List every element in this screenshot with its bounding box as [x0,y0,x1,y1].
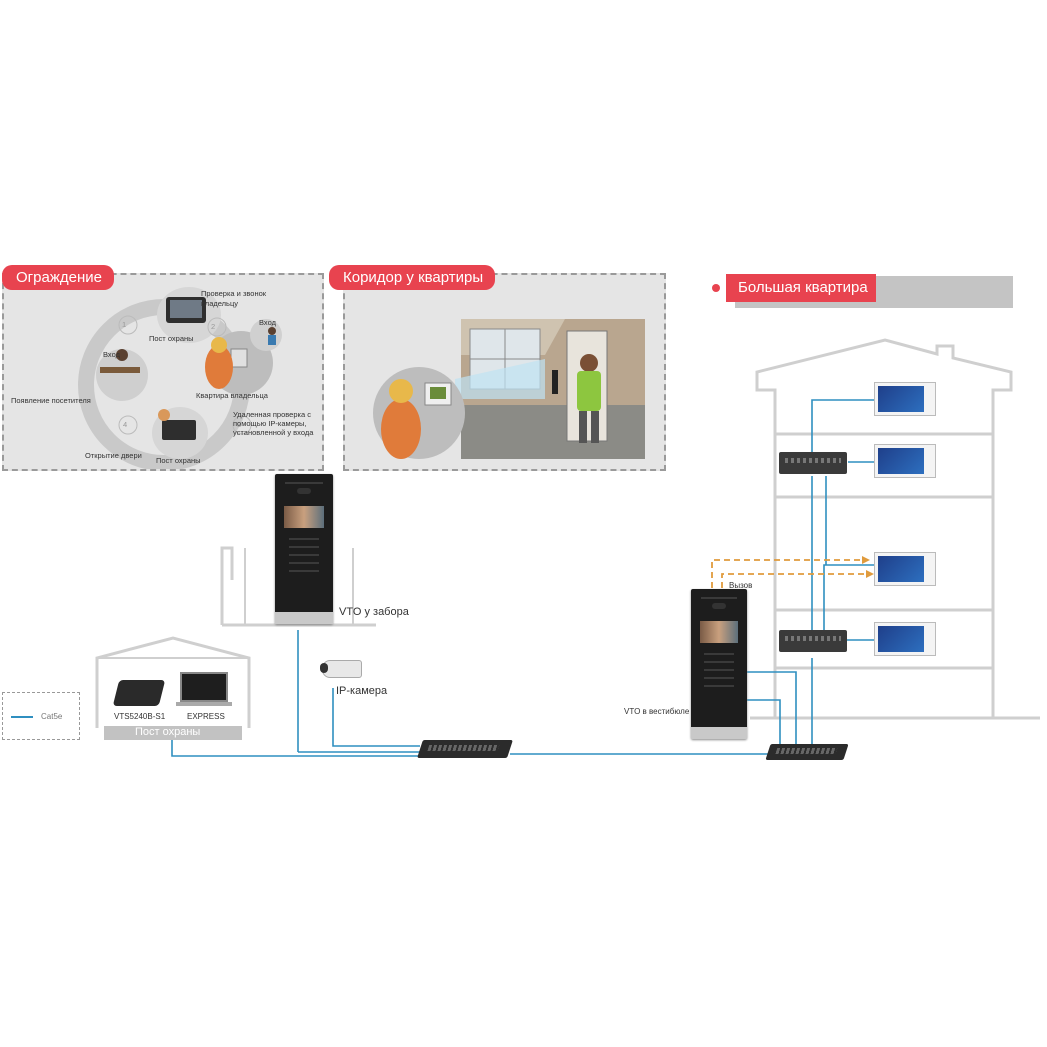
apartment-title-tab [726,274,876,302]
vto-fence-device [275,474,333,624]
guard-post-label: Пост охраны [135,726,201,738]
corridor-section-title: Коридор у квартиры [329,265,496,290]
apartment-title-dot [712,284,720,292]
indoor-monitor-1 [874,382,936,416]
vto-lobby-screen [700,621,738,643]
fence-panel: 1 2 3 4 [2,273,324,471]
indoor-monitor-3 [874,552,936,586]
floor-switch-lower [779,630,847,652]
floor-switch-upper [779,452,847,474]
step-remote-check-3: установленной у входа [233,428,314,437]
vto-fence-screen [284,506,324,528]
guard-house-outline [95,636,251,728]
vts-master-station-icon [112,680,166,706]
ip-camera-icon [322,660,362,678]
fence-section-title: Ограждение [2,265,114,290]
step-guard-bottom: Пост охраны [156,456,201,465]
fence-cycle-graphic [78,287,282,469]
step-check-call: Проверка и звонок [201,289,267,298]
express-label: EXPRESS [187,712,225,721]
corridor-panel [343,273,666,471]
step-entry-left: Вход [103,350,120,359]
legend-cable-line [11,716,33,718]
step-check-call-2: владельцу [201,299,238,308]
step-number-1: 1 [122,320,127,329]
step-visitor: Появление посетителя [11,396,91,405]
step-owner-apartment: Квартира владельца [196,391,268,400]
vto-lobby-label: VTO в вестибюле [624,707,690,716]
step-guard-top: Пост охраны [149,334,194,343]
step-number-4: 4 [123,420,128,429]
call-label: Вызов [729,581,753,590]
building-outline [755,338,1013,718]
ip-camera-label: IP-камера [336,685,388,697]
main-network-switch [417,740,513,758]
step-number-2: 2 [211,322,216,331]
apartment-section-title: Большая квартира [738,279,868,296]
guard-post-bar [104,726,242,740]
express-laptop-icon [180,672,228,702]
vts-model-label: VTS5240B-S1 [114,712,166,721]
indoor-monitor-4 [874,622,936,656]
step-remote-check-2: помощью IP-камеры, [233,419,307,428]
step-remote-check-1: Удаленная проверка с [233,410,311,419]
vto-lobby-device [691,589,747,739]
fence-outline [220,546,234,625]
step-number-3: 3 [237,420,242,429]
legend-cable-label: Cat5e [41,712,63,721]
corridor-illustration [373,319,645,459]
lobby-network-switch [765,744,849,760]
step-open-door: Открытие двери [85,451,142,460]
step-entry-top: Вход [259,318,276,327]
vto-fence-label: VTO у забора [339,606,409,618]
legend-box: Cat5e [2,692,80,740]
indoor-monitor-2 [874,444,936,478]
